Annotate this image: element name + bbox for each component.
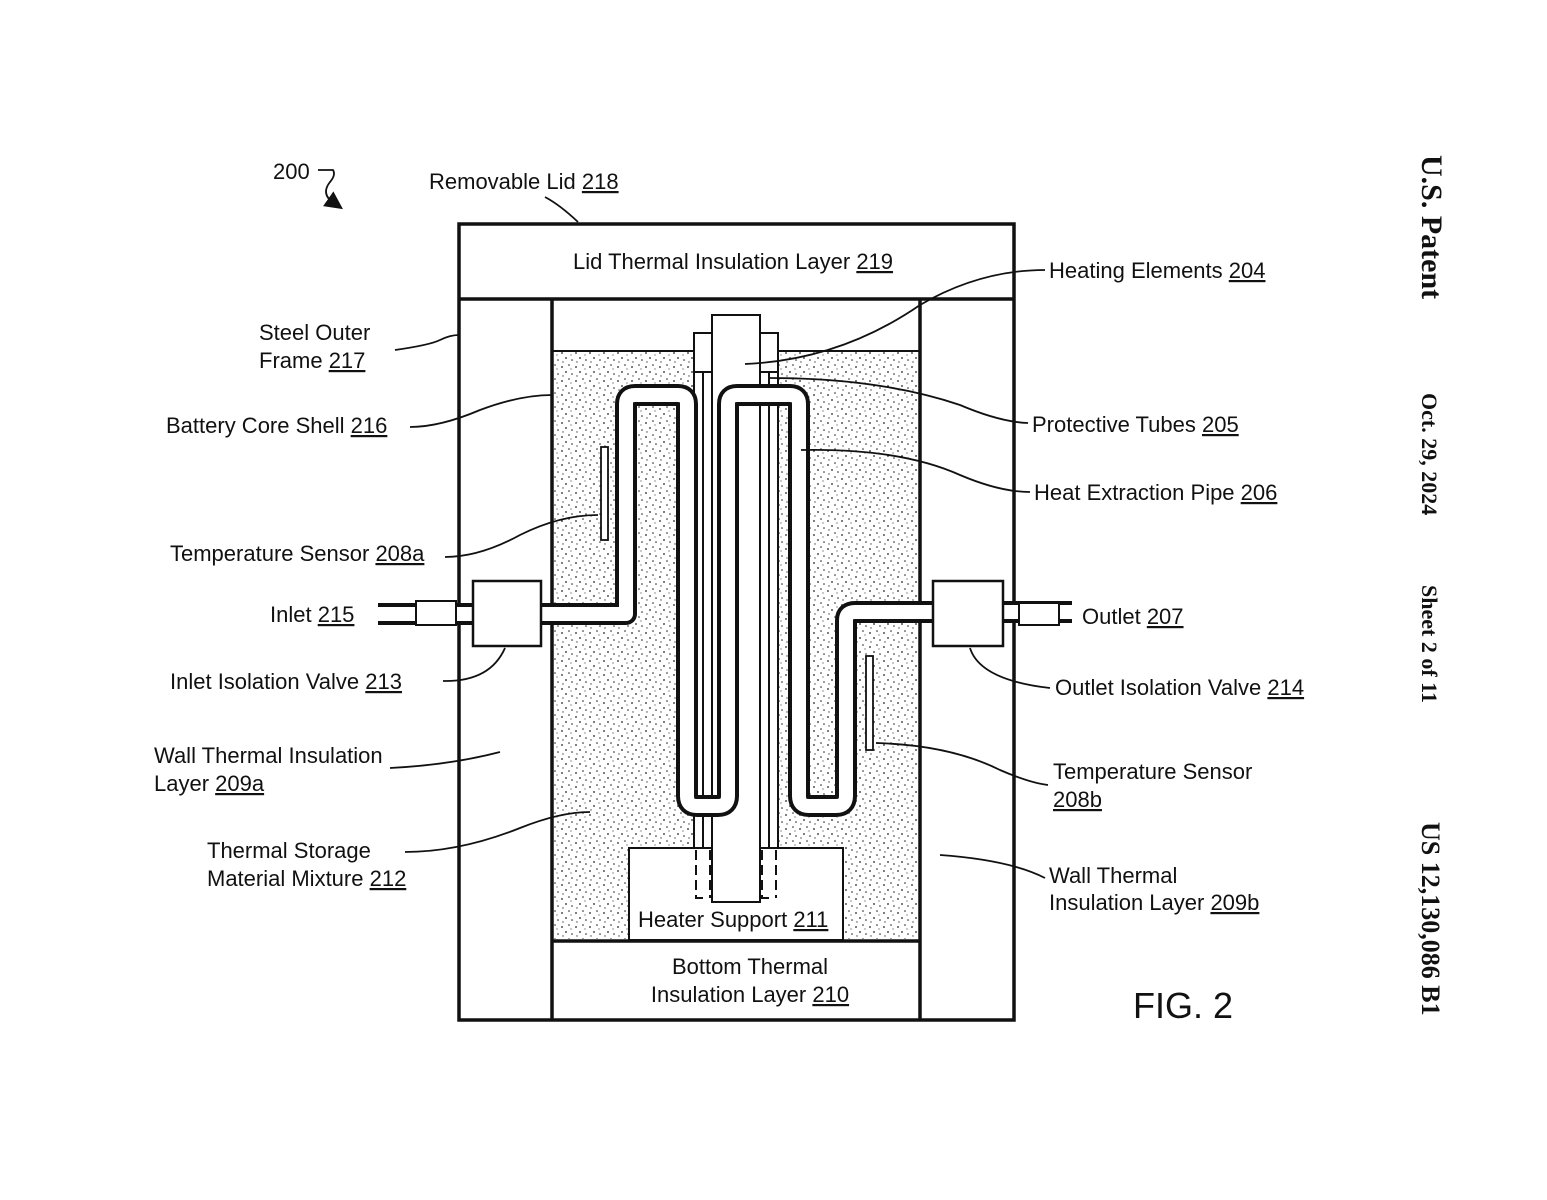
figure-reference-number: 200 [273, 159, 310, 184]
label-wall-insulation-a-line2: Layer 209a [154, 771, 265, 796]
label-temperature-sensor-b-line2: 208b [1053, 787, 1102, 812]
inlet-connector [415, 600, 457, 626]
label-thermal-storage-line1: Thermal Storage [207, 838, 371, 863]
label-wall-insulation-b-line1: Wall Thermal [1049, 863, 1177, 888]
label-steel-frame-line1: Steel Outer [259, 320, 370, 345]
outlet-isolation-valve [931, 579, 1005, 648]
label-lid-insulation: Lid Thermal Insulation Layer 219 [573, 249, 893, 274]
label-inlet: Inlet 215 [270, 602, 354, 627]
reference-arrow-icon [318, 169, 343, 210]
label-removable-lid: Removable Lid 218 [429, 169, 619, 194]
label-heat-extraction-pipe: Heat Extraction Pipe 206 [1034, 480, 1277, 505]
header-sheet: Sheet 2 of 11 [1417, 585, 1442, 703]
label-temperature-sensor-a: Temperature Sensor 208a [170, 541, 425, 566]
label-steel-frame-line2: Frame 217 [259, 348, 365, 373]
label-heater-support: Heater Support 211 [638, 907, 828, 932]
header-patent: U.S. Patent [1415, 155, 1448, 299]
label-inlet-isolation-valve: Inlet Isolation Valve 213 [170, 669, 402, 694]
label-thermal-storage-line2: Material Mixture 212 [207, 866, 406, 891]
label-outlet-isolation-valve: Outlet Isolation Valve 214 [1055, 675, 1304, 700]
label-wall-insulation-a-line1: Wall Thermal Insulation [154, 743, 383, 768]
label-outlet: Outlet 207 [1082, 604, 1184, 629]
label-heating-elements: Heating Elements 204 [1049, 258, 1265, 283]
inlet-isolation-valve [471, 579, 543, 648]
label-bottom-insulation-line1: Bottom Thermal [672, 954, 828, 979]
label-temperature-sensor-b-line1: Temperature Sensor [1053, 759, 1252, 784]
header-patent-number: US 12,130,086 B1 [1416, 822, 1445, 1016]
label-battery-core-shell: Battery Core Shell 216 [166, 413, 387, 438]
figure-title: FIG. 2 [1133, 985, 1233, 1026]
label-bottom-insulation-line2: Insulation Layer 210 [651, 982, 849, 1007]
temperature-sensor-a [600, 446, 609, 541]
temperature-sensor-b [865, 655, 874, 751]
outlet-connector [1018, 602, 1060, 626]
header-date: Oct. 29, 2024 [1417, 393, 1442, 515]
label-wall-insulation-b-line2: Insulation Layer 209b [1049, 890, 1259, 915]
label-protective-tubes: Protective Tubes 205 [1032, 412, 1239, 437]
